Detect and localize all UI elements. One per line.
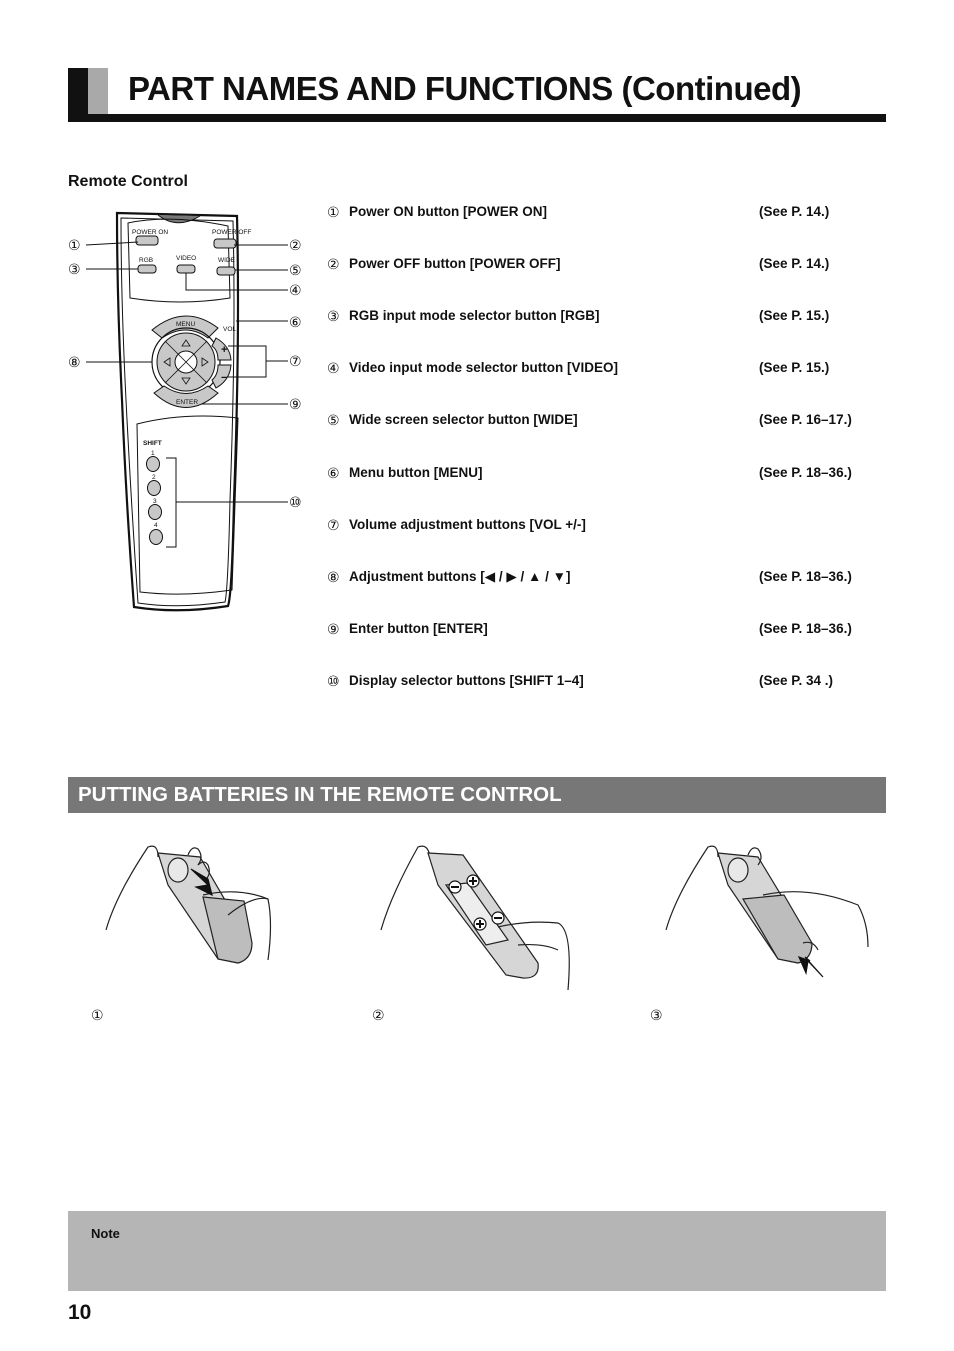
step-1-number: ① <box>91 1007 104 1023</box>
rgb-key <box>137 264 157 274</box>
callout-6: ⑥ <box>289 315 302 331</box>
step-3-illustration <box>665 845 869 978</box>
callout-4: ④ <box>289 283 302 299</box>
part-number: ⑧ <box>327 569 340 585</box>
part-item-power-on: ① Power ON button [POWER ON] (See P. 14.… <box>327 204 887 224</box>
callout-7: ⑦ <box>289 354 302 370</box>
note-label: Note <box>91 1226 120 1241</box>
part-item-enter: ⑨ Enter button [ENTER] (See P. 18–36.) <box>327 621 887 641</box>
page-title: PART NAMES AND FUNCTIONS (Continued) <box>128 70 802 107</box>
page-number: 10 <box>68 1301 92 1324</box>
part-name: Enter button [ENTER] <box>349 621 488 636</box>
part-number: ① <box>327 204 340 220</box>
step-1-illustration <box>105 845 272 964</box>
part-page-ref: (See P. 34 .) <box>759 673 834 688</box>
title-rule <box>68 114 886 122</box>
step-2-number: ② <box>372 1007 385 1023</box>
menu-label: MENU <box>176 321 195 328</box>
part-number: ② <box>327 256 340 272</box>
part-number: ③ <box>327 308 340 324</box>
part-number: ⑨ <box>327 621 340 637</box>
video-key <box>176 264 196 274</box>
title-accent-black <box>68 68 88 116</box>
callout-3: ③ <box>68 262 81 278</box>
part-page-ref: (See P. 18–36.) <box>759 621 852 636</box>
shift-4-label: 4 <box>154 522 158 529</box>
power-off-key <box>213 238 237 249</box>
battery-steps-illustration <box>105 845 869 991</box>
callout-5: ⑤ <box>289 263 302 279</box>
shift-2-label: 2 <box>152 474 156 481</box>
part-number: ④ <box>327 360 340 376</box>
part-item-adjustment: ⑧ Adjustment buttons [◀ / ▶ / ▲ / ▼] (Se… <box>327 569 887 589</box>
part-number: ⑥ <box>327 465 340 481</box>
part-name: Power ON button [POWER ON] <box>349 204 547 219</box>
enter-label: ENTER <box>176 399 198 406</box>
remote-control-illustration: POWER ON POWER OFF RGB VIDEO WIDE MENU V… <box>68 211 302 612</box>
note-box: Note <box>68 1211 886 1291</box>
part-name: Video input mode selector button [VIDEO] <box>349 360 619 375</box>
part-item-shift: ⑩ Display selector buttons [SHIFT 1–4] (… <box>327 673 887 693</box>
part-name: Volume adjustment buttons [VOL +/-] <box>349 517 586 532</box>
video-label: VIDEO <box>176 255 196 262</box>
part-page-ref: (See P. 16–17.) <box>759 412 852 427</box>
part-name: Menu button [MENU] <box>349 465 483 480</box>
callout-2: ② <box>289 238 302 254</box>
part-item-volume: ⑦ Volume adjustment buttons [VOL +/-] <box>327 517 887 537</box>
shift-1-label: 1 <box>151 450 155 457</box>
batteries-section-header: PUTTING BATTERIES IN THE REMOTE CONTROL <box>68 777 886 813</box>
part-page-ref: (See P. 18–36.) <box>759 465 852 480</box>
part-name: RGB input mode selector button [RGB] <box>349 308 600 323</box>
power-off-label: POWER OFF <box>212 229 251 236</box>
callout-1: ① <box>68 238 81 254</box>
remote-control-heading: Remote Control <box>68 173 188 190</box>
step-3-number: ③ <box>650 1007 663 1023</box>
vol-label: VOL <box>223 326 236 333</box>
part-item-wide: ⑤ Wide screen selector button [WIDE] (Se… <box>327 412 887 432</box>
part-number: ⑦ <box>327 517 340 533</box>
part-page-ref: (See P. 15.) <box>759 308 830 323</box>
vol-minus-label: − <box>221 372 227 384</box>
wide-key <box>216 266 236 276</box>
part-item-menu: ⑥ Menu button [MENU] (See P. 18–36.) <box>327 465 887 485</box>
part-page-ref: (See P. 18–36.) <box>759 569 852 584</box>
part-item-video: ④ Video input mode selector button [VIDE… <box>327 360 887 380</box>
power-on-label: POWER ON <box>132 229 168 236</box>
callout-8: ⑧ <box>68 355 81 371</box>
wide-label: WIDE <box>218 257 236 264</box>
part-number: ⑤ <box>327 412 340 428</box>
part-page-ref: (See P. 14.) <box>759 204 830 219</box>
page-title-bar: PART NAMES AND FUNCTIONS (Continued) <box>68 68 886 122</box>
part-item-power-off: ② Power OFF button [POWER OFF] (See P. 1… <box>327 256 887 276</box>
step-2-illustration <box>380 845 570 991</box>
shift-3-label: 3 <box>153 498 157 505</box>
vol-plus-label: + <box>221 344 227 356</box>
part-page-ref: (See P. 15.) <box>759 360 830 375</box>
batteries-section-title: PUTTING BATTERIES IN THE REMOTE CONTROL <box>78 783 562 806</box>
callout-9: ⑨ <box>289 397 302 413</box>
part-page-ref: (See P. 14.) <box>759 256 830 271</box>
part-name: Adjustment buttons [◀ / ▶ / ▲ / ▼] <box>349 569 571 584</box>
part-name: Wide screen selector button [WIDE] <box>349 412 578 427</box>
title-accent-gray <box>88 68 108 116</box>
part-number: ⑩ <box>327 673 340 689</box>
shift-label: SHIFT <box>143 440 162 447</box>
part-name: Power OFF button [POWER OFF] <box>349 256 561 271</box>
part-name: Display selector buttons [SHIFT 1–4] <box>349 673 584 688</box>
power-on-key <box>135 235 159 246</box>
rgb-label: RGB <box>139 257 153 264</box>
part-item-rgb: ③ RGB input mode selector button [RGB] (… <box>327 308 887 328</box>
callout-10: ⑩ <box>289 495 302 511</box>
